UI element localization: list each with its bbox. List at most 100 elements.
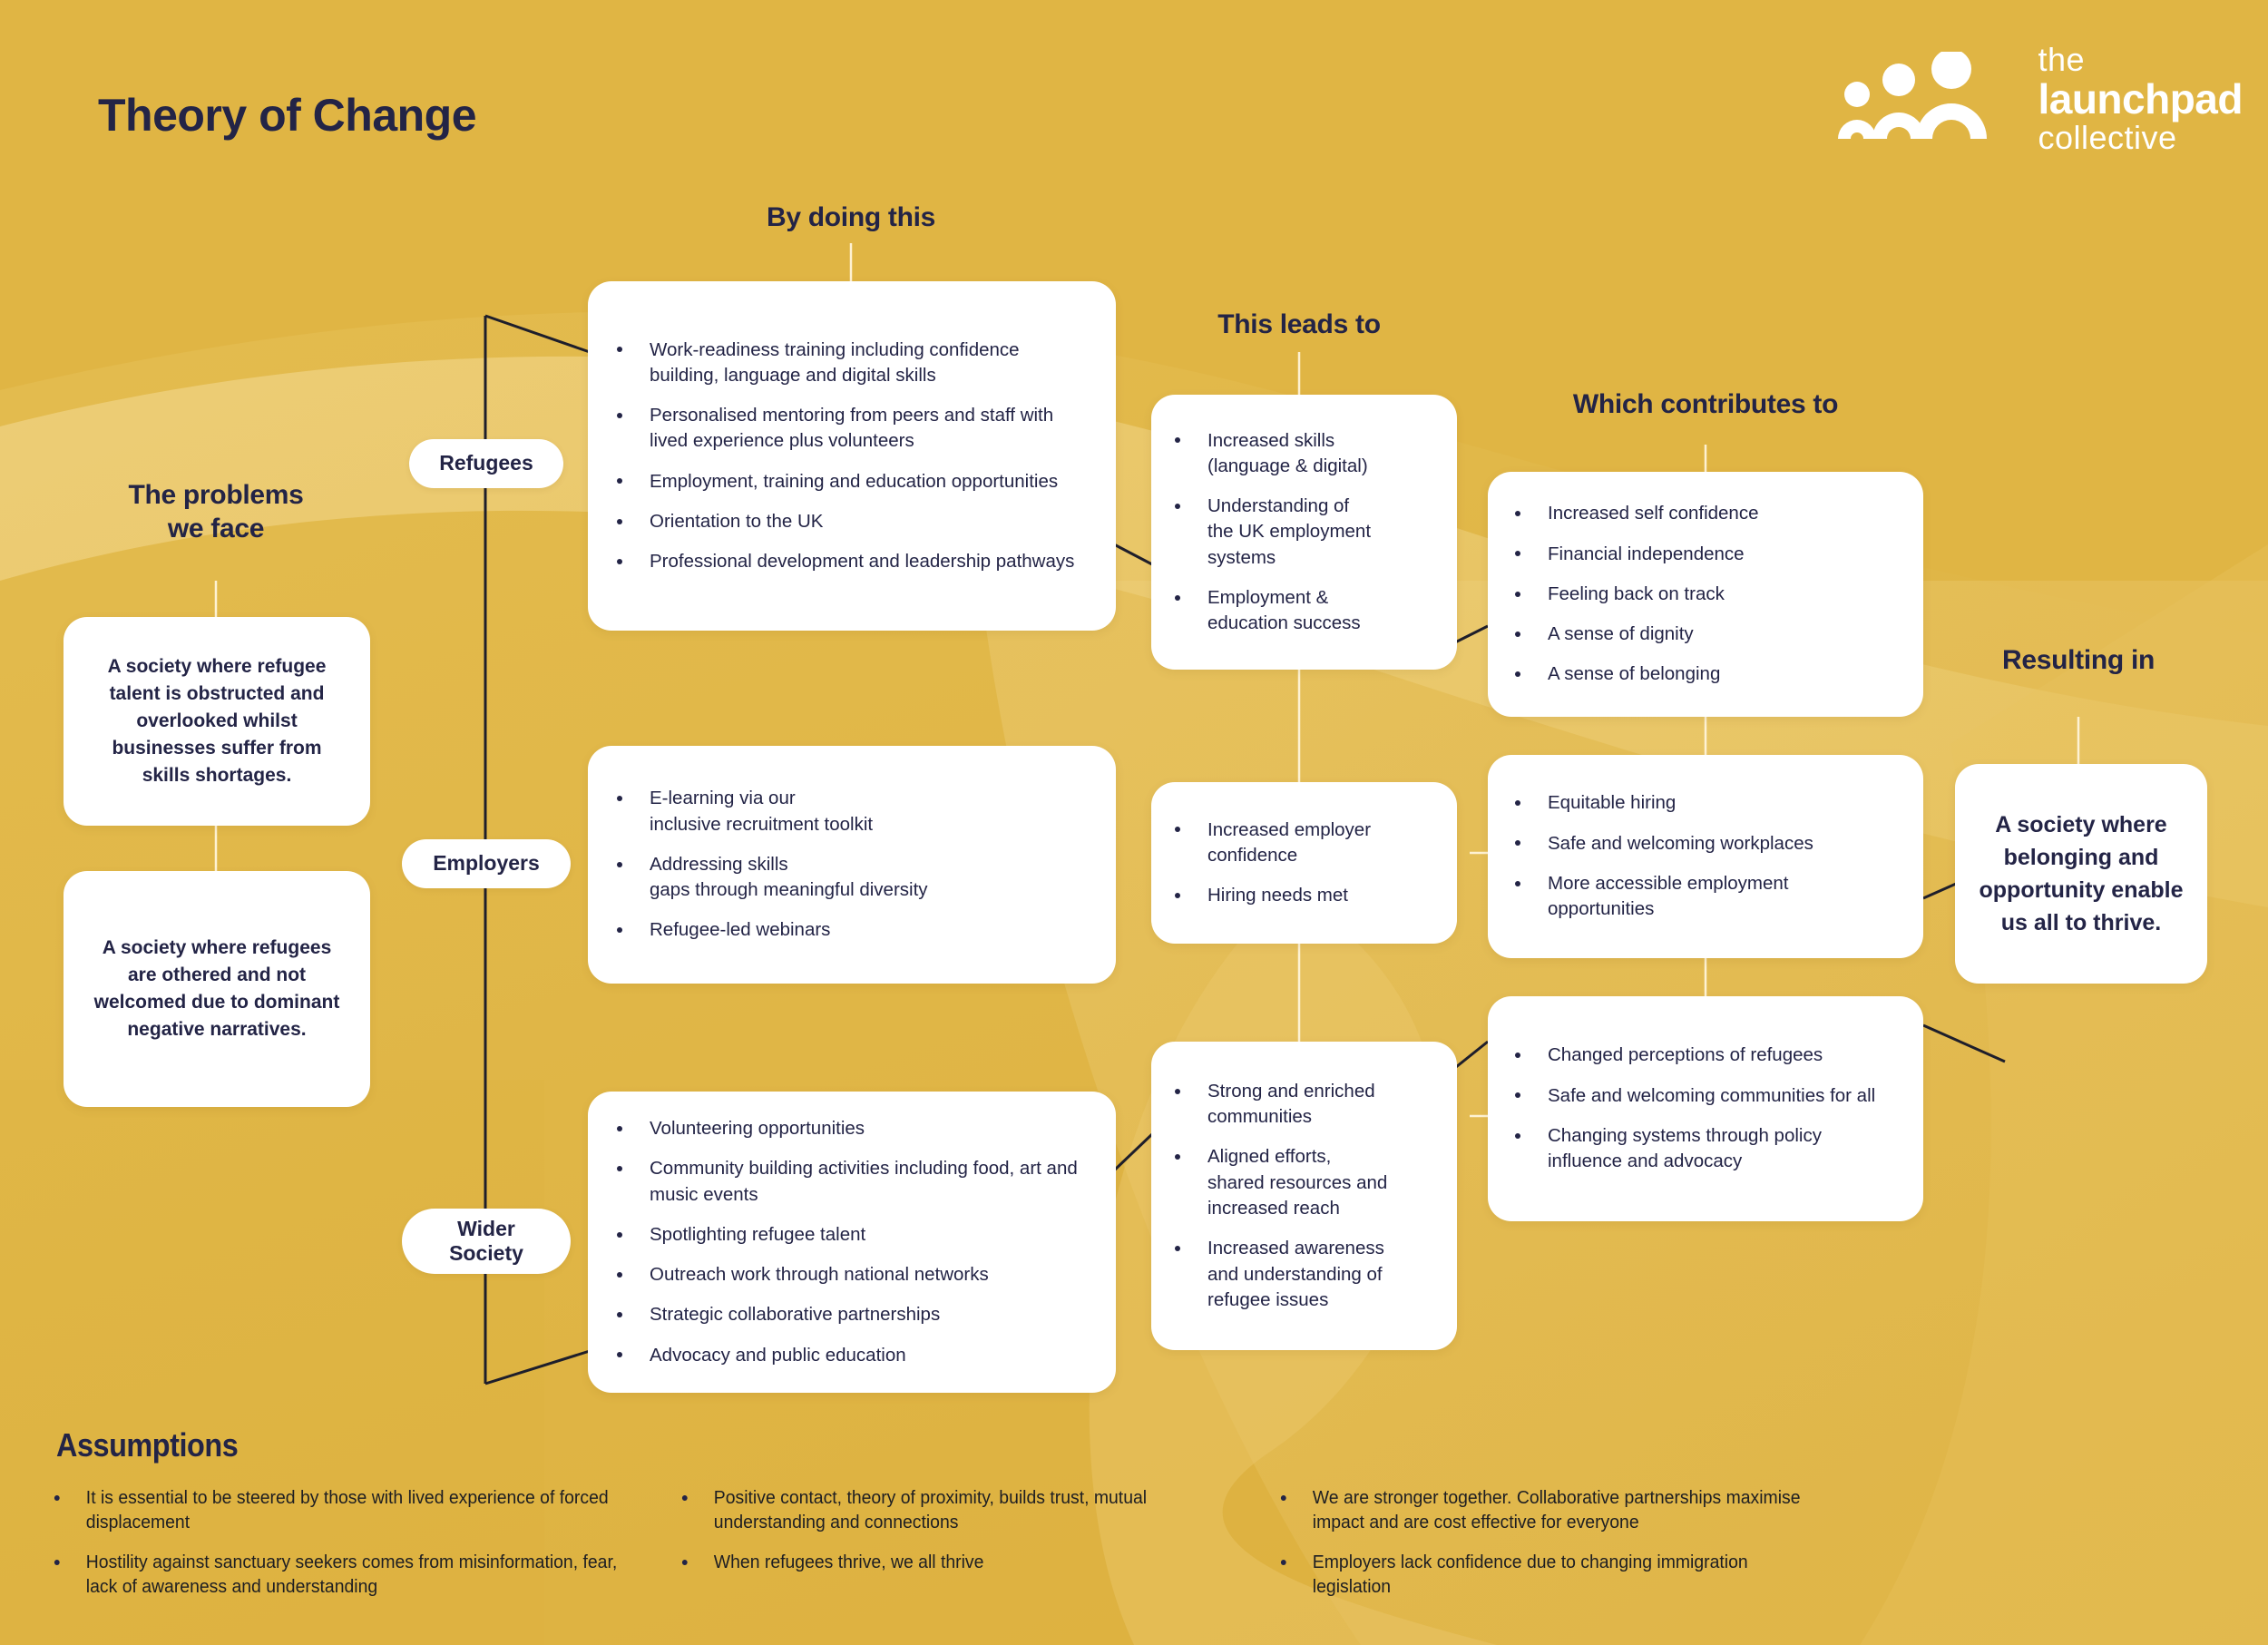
bullet-icon (1515, 800, 1520, 807)
list-item-label: Changed perceptions of refugees (1548, 1044, 1823, 1066)
heading-by-doing-this: By doing this (766, 202, 936, 232)
assumptions-column-2: Positive contact, theory of proximity, b… (679, 1486, 1241, 1591)
bullet-icon (1175, 437, 1180, 444)
list-item: Safe and welcoming workplaces (1510, 831, 1900, 857)
list-item: Volunteering opportunities (611, 1116, 1085, 1141)
bullet-icon (617, 478, 622, 485)
list-item-label: Employment & education success (1207, 586, 1361, 634)
bullet-icon (1515, 631, 1520, 637)
problem-card-2-text: A society where refugees are othered and… (93, 937, 340, 1040)
bullet-icon (1175, 1245, 1180, 1251)
assumptions-list-1: It is essential to be steered by those w… (51, 1486, 650, 1599)
bullet-icon (1515, 551, 1520, 557)
assumptions-column-3: We are stronger together. Collaborative … (1277, 1486, 1840, 1615)
list-item: Increased awareness and understanding of… (1169, 1236, 1433, 1313)
bullet-icon (617, 1352, 622, 1358)
list-item-label: Increased awareness and understanding of… (1207, 1238, 1384, 1310)
pill-wider-society[interactable]: Wider Society (402, 1209, 571, 1274)
bullet-icon (1175, 1154, 1180, 1160)
bullet-icon (1175, 892, 1180, 898)
bullet-icon (1515, 510, 1520, 516)
assumptions-list-3: We are stronger together. Collaborative … (1277, 1486, 1840, 1599)
activities-refugees-list: Work-readiness training including confid… (611, 338, 1085, 575)
list-item-label: Strong and enriched communities (1207, 1080, 1375, 1128)
list-item-label: Employers lack confidence due to changin… (1312, 1552, 1748, 1597)
bullet-icon (1515, 840, 1520, 847)
list-item-label: Positive contact, theory of proximity, b… (713, 1488, 1148, 1532)
list-item-label: Equitable hiring (1548, 792, 1677, 814)
list-item: When refugees thrive, we all thrive (679, 1551, 1224, 1575)
bullet-icon (617, 518, 622, 524)
heading-this-leads-to: This leads to (1217, 309, 1381, 339)
list-item: Refugee-led webinars (611, 917, 1085, 943)
list-item: Financial independence (1510, 542, 1900, 567)
bullet-icon (1515, 671, 1520, 678)
list-item: We are stronger together. Collaborative … (1277, 1486, 1823, 1534)
list-item-label: More accessible employment opportunities (1548, 873, 1789, 920)
list-item-label: E-learning via our inclusive recruitment… (650, 788, 874, 835)
brand-logo: the launchpad collective (1831, 44, 2243, 154)
list-item-label: A sense of belonging (1548, 663, 1721, 685)
logo-line-the: the (2038, 41, 2086, 78)
bullet-icon (1175, 594, 1180, 601)
problem-card-2: A society where refugees are othered and… (64, 871, 370, 1107)
list-item: Work-readiness training including confid… (611, 338, 1085, 389)
list-item: Increased self confidence (1510, 501, 1900, 526)
list-item: Hiring needs met (1169, 883, 1433, 908)
list-item-label: Spotlighting refugee talent (650, 1223, 866, 1245)
assumptions-title: Assumptions (56, 1426, 239, 1464)
list-item-label: Refugee-led webinars (650, 919, 831, 941)
bullet-icon (1515, 1053, 1520, 1059)
list-item: Aligned efforts, shared resources and in… (1169, 1144, 1433, 1221)
outputs-card-refugees: Increased skills (language & digital) Und… (1151, 395, 1457, 670)
list-item: A sense of dignity (1510, 622, 1900, 647)
list-item: Changed perceptions of refugees (1510, 1043, 1900, 1068)
list-item: Strong and enriched communities (1169, 1079, 1433, 1131)
list-item-label: Outreach work through national networks (650, 1264, 989, 1286)
list-item-label: It is essential to be steered by those w… (85, 1488, 609, 1532)
impact-card: A society where belonging and opportunit… (1955, 764, 2207, 984)
list-item-label: Work-readiness training including confid… (650, 338, 1020, 386)
list-item-label: Increased skills (language & digital) (1207, 429, 1368, 476)
bullet-icon (681, 1560, 688, 1566)
list-item-label: Feeling back on track (1548, 583, 1725, 604)
impact-text: A society where belonging and opportunit… (1979, 811, 2184, 936)
list-item-label: Professional development and leadership … (650, 551, 1075, 573)
list-item: Employers lack confidence due to changin… (1277, 1551, 1823, 1599)
bullet-icon (617, 1312, 622, 1318)
list-item-label: Employment, training and education oppor… (650, 470, 1059, 492)
bullet-icon (1175, 503, 1180, 509)
pill-employers[interactable]: Employers (402, 839, 571, 888)
logo-line-collective: collective (2038, 119, 2177, 156)
bullet-icon (54, 1560, 60, 1566)
pill-wider-society-label: Wider Society (449, 1216, 523, 1265)
bullet-icon (617, 412, 622, 418)
bullet-icon (1280, 1560, 1286, 1566)
list-item-label: We are stronger together. Collaborative … (1312, 1488, 1801, 1532)
list-item-label: Hiring needs met (1207, 885, 1348, 906)
list-item-label: Safe and welcoming communities for all (1548, 1084, 1876, 1106)
list-item-label: Strategic collaborative partnerships (650, 1304, 941, 1326)
list-item-label: A sense of dignity (1548, 623, 1694, 645)
list-item-label: Understanding of the UK employment syste… (1207, 495, 1372, 568)
bullet-icon (681, 1495, 688, 1501)
list-item: Professional development and leadership … (611, 549, 1085, 574)
bullet-icon (1515, 1092, 1520, 1099)
logo-line-launchpad: launchpad (2038, 75, 2243, 122)
pill-employers-label: Employers (433, 851, 540, 876)
list-item: Positive contact, theory of proximity, b… (679, 1486, 1224, 1534)
bullet-icon (617, 558, 622, 564)
list-item: Equitable hiring (1510, 790, 1900, 816)
list-item-label: Increased self confidence (1548, 503, 1759, 524)
bullet-icon (1515, 880, 1520, 886)
list-item: Strategic collaborative partnerships (611, 1302, 1085, 1327)
heading-resulting-in: Resulting in (2001, 645, 2156, 675)
list-item: E-learning via our inclusive recruitment… (611, 786, 1085, 837)
pill-refugees[interactable]: Refugees (409, 439, 563, 488)
list-item: Increased employer confidence (1169, 818, 1433, 869)
list-item-label: When refugees thrive, we all thrive (713, 1552, 984, 1573)
list-item-label: Changing systems through policy influenc… (1548, 1125, 1822, 1172)
